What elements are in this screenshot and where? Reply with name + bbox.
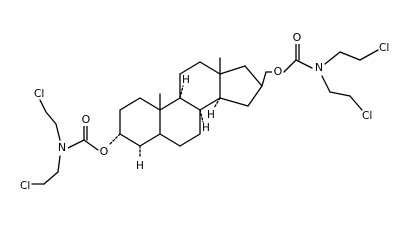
h-c9-label: H bbox=[202, 122, 210, 134]
cl-upper-2-label: Cl bbox=[362, 110, 372, 122]
carbamate-lower: O O N Cl Cl bbox=[20, 88, 121, 192]
ring-c bbox=[179, 61, 221, 111]
ring-a bbox=[119, 97, 161, 147]
n-upper-label: N bbox=[315, 61, 323, 74]
h-c8-label: H bbox=[182, 74, 190, 86]
carbamate-upper: O O N Cl Cl bbox=[261, 31, 389, 122]
molecule-structure: H H H H O O N Cl Cl O bbox=[20, 31, 389, 192]
o-carbonyl-lower-label: O bbox=[82, 113, 91, 126]
ring-d bbox=[219, 65, 263, 107]
h-c5-label: H bbox=[136, 160, 144, 172]
cl-lower-2-label: Cl bbox=[20, 180, 30, 192]
ring-b bbox=[159, 97, 201, 147]
cl-upper-1-label: Cl bbox=[379, 42, 389, 54]
o-ester-lower-label: O bbox=[100, 145, 109, 158]
cl-lower-1-label: Cl bbox=[34, 88, 44, 100]
stereo-hydrogens: H H H H bbox=[136, 74, 221, 172]
o-carbonyl-upper-label: O bbox=[293, 31, 302, 44]
h-c14-label: H bbox=[207, 109, 215, 121]
o-ester-upper-label: O bbox=[274, 65, 283, 78]
structure-canvas: H H H H O O N Cl Cl O bbox=[20, 31, 389, 192]
n-lower-label: N bbox=[58, 141, 66, 154]
